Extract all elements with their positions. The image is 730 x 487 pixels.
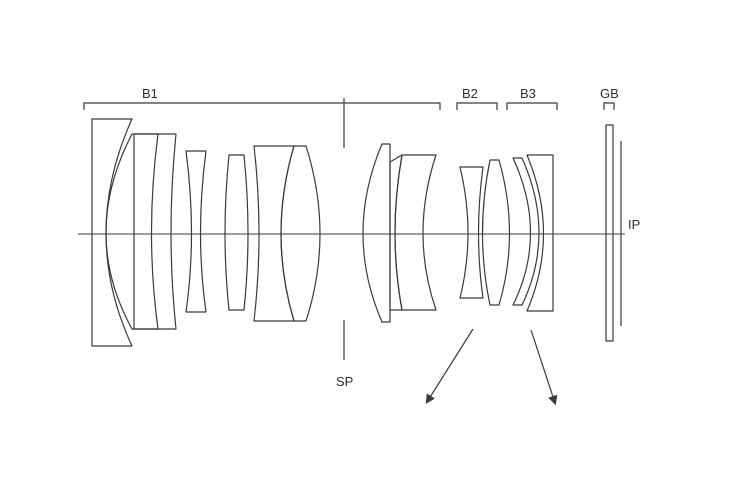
glass-block bbox=[605, 124, 614, 342]
group-b2-label: B2 bbox=[462, 86, 478, 101]
lens-12 bbox=[481, 159, 511, 306]
lens-14 bbox=[526, 154, 554, 312]
group-b1-label: B1 bbox=[142, 86, 158, 101]
lens-11 bbox=[459, 166, 484, 299]
lens-5 bbox=[224, 154, 249, 311]
lens-1 bbox=[91, 118, 133, 347]
lens-13 bbox=[512, 157, 540, 306]
pointer-arrow-left bbox=[425, 328, 474, 405]
lens-7 bbox=[280, 145, 321, 322]
aperture-stop-label: SP bbox=[336, 374, 353, 389]
lens-2 bbox=[105, 133, 159, 330]
group-b2-bracket bbox=[456, 102, 498, 110]
lens-10 bbox=[394, 154, 437, 311]
pointer-arrow-right bbox=[530, 329, 558, 406]
image-plane-label: IP bbox=[628, 217, 640, 232]
lens-8 bbox=[362, 143, 391, 323]
group-b3-label: B3 bbox=[520, 86, 536, 101]
lens-3 bbox=[133, 133, 177, 330]
group-b3-bracket bbox=[506, 102, 558, 110]
lens-9 bbox=[389, 154, 403, 311]
group-b1-bracket bbox=[83, 102, 441, 110]
lens-4 bbox=[185, 150, 207, 313]
group-gb-label: GB bbox=[600, 86, 619, 101]
group-gb-bracket bbox=[603, 102, 615, 110]
